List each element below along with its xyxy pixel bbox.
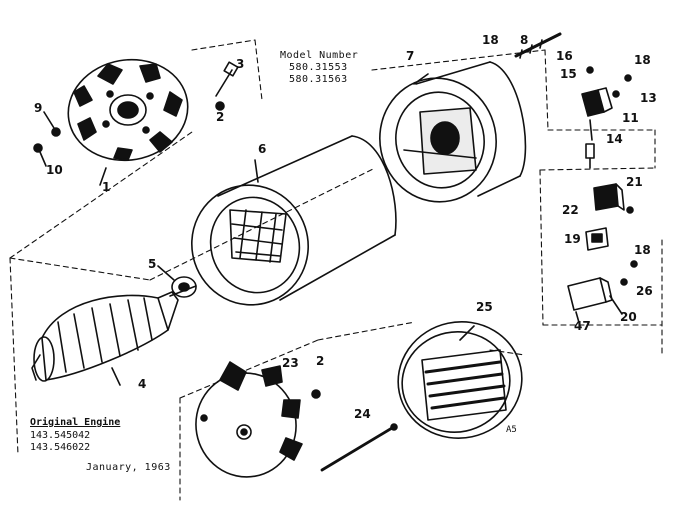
callout-47: 47 (574, 319, 591, 333)
callout-3: 3 (236, 57, 245, 71)
callout-2: 2 (216, 110, 225, 124)
callout-18-lower: 18 (634, 243, 651, 257)
callout-20: 20 (620, 310, 637, 324)
callout-13: 13 (640, 91, 657, 105)
relay-parts (585, 183, 634, 251)
armature (31, 285, 197, 386)
callout-25: 25 (476, 300, 493, 314)
callout-4: 4 (138, 377, 147, 391)
callout-16: 16 (556, 49, 573, 63)
model-number-2: 580.31563 (289, 74, 348, 85)
callout-22: 22 (562, 203, 579, 217)
callout-10: 10 (46, 163, 63, 177)
callout-8: 8 (520, 33, 529, 47)
callout-14: 14 (606, 132, 623, 146)
bearing (157, 265, 197, 298)
fan-housing (67, 58, 189, 186)
callout-11: 11 (622, 111, 639, 125)
engine-number-1: 143.545042 (30, 430, 91, 441)
terminal-block (567, 260, 638, 327)
callout-21: 21 (626, 175, 643, 189)
grouping-lines (9, 39, 663, 501)
callout-19: 19 (564, 232, 581, 246)
callout-7: 7 (406, 49, 415, 63)
callout-6: 6 (258, 142, 267, 156)
callout-2-lower: 2 (316, 354, 325, 368)
callout-15: 15 (560, 67, 577, 81)
long-bolt (320, 423, 398, 472)
model-number-1: 580.31553 (289, 62, 348, 73)
callout-26: 26 (636, 284, 653, 298)
callout-1: 1 (102, 180, 111, 194)
screw-parts (33, 61, 239, 167)
callout-5: 5 (148, 257, 157, 271)
diagram-code: A5 (506, 425, 517, 435)
end-bell (379, 61, 527, 203)
callout-9: 9 (34, 101, 43, 115)
engine-number-2: 143.546022 (30, 442, 91, 453)
switch-assembly (581, 66, 632, 169)
end-cover (397, 321, 523, 439)
diagram-date: January, 1963 (86, 462, 171, 473)
callout-18-top: 18 (482, 33, 499, 47)
callout-23: 23 (282, 356, 299, 370)
fan-end-shield (195, 361, 321, 478)
original-engine-label: Original Engine (30, 417, 121, 428)
callout-24: 24 (354, 407, 371, 421)
callout-18-right: 18 (634, 53, 651, 67)
through-bolt (514, 32, 562, 59)
stator-housing (191, 135, 397, 306)
model-number-label: Model Number (280, 50, 359, 61)
